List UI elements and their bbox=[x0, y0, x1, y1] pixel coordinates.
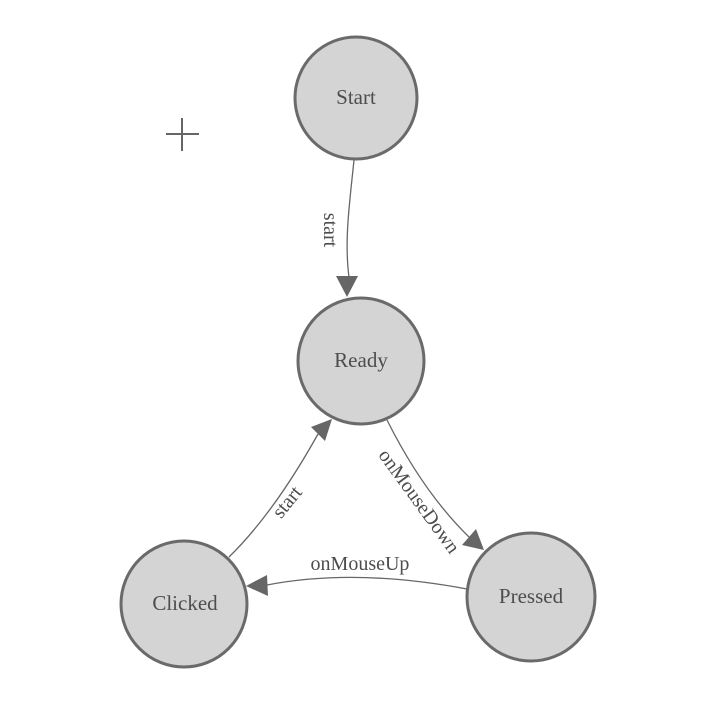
node-start[interactable]: Start bbox=[293, 35, 419, 161]
node-label: Start bbox=[336, 85, 376, 109]
edge-line[interactable] bbox=[346, 159, 355, 278]
edge-label: start bbox=[319, 213, 341, 248]
node-ready[interactable]: Ready bbox=[296, 296, 426, 426]
arrowhead-icon bbox=[246, 575, 268, 596]
edge-line[interactable] bbox=[386, 419, 470, 538]
arrowhead-icon bbox=[336, 276, 358, 297]
arrowhead-icon bbox=[462, 529, 484, 550]
edge-label: onMouseUp bbox=[311, 553, 410, 575]
edge-start-to-ready[interactable]: start bbox=[319, 159, 358, 297]
node-pressed[interactable]: Pressed bbox=[465, 531, 597, 663]
node-label: Ready bbox=[334, 348, 388, 372]
edge-clicked-to-ready[interactable]: start bbox=[228, 419, 332, 558]
node-clicked[interactable]: Clicked bbox=[119, 539, 249, 669]
node-label: Clicked bbox=[152, 591, 218, 615]
edge-label: onMouseDown bbox=[374, 445, 464, 558]
edge-ready-to-pressed[interactable]: onMouseDown bbox=[374, 419, 484, 558]
node-circle[interactable] bbox=[296, 296, 426, 426]
node-circle[interactable] bbox=[465, 531, 597, 663]
node-label: Pressed bbox=[499, 584, 564, 608]
edge-line[interactable] bbox=[266, 576, 468, 590]
node-circle[interactable] bbox=[119, 539, 249, 669]
edge-line[interactable] bbox=[228, 433, 319, 558]
crosshair-cursor-icon bbox=[166, 118, 199, 151]
edge-label: start bbox=[268, 482, 307, 523]
arrowhead-icon bbox=[311, 419, 332, 441]
node-circle[interactable] bbox=[293, 35, 419, 161]
edge-pressed-to-clicked[interactable]: onMouseUp bbox=[246, 553, 468, 596]
